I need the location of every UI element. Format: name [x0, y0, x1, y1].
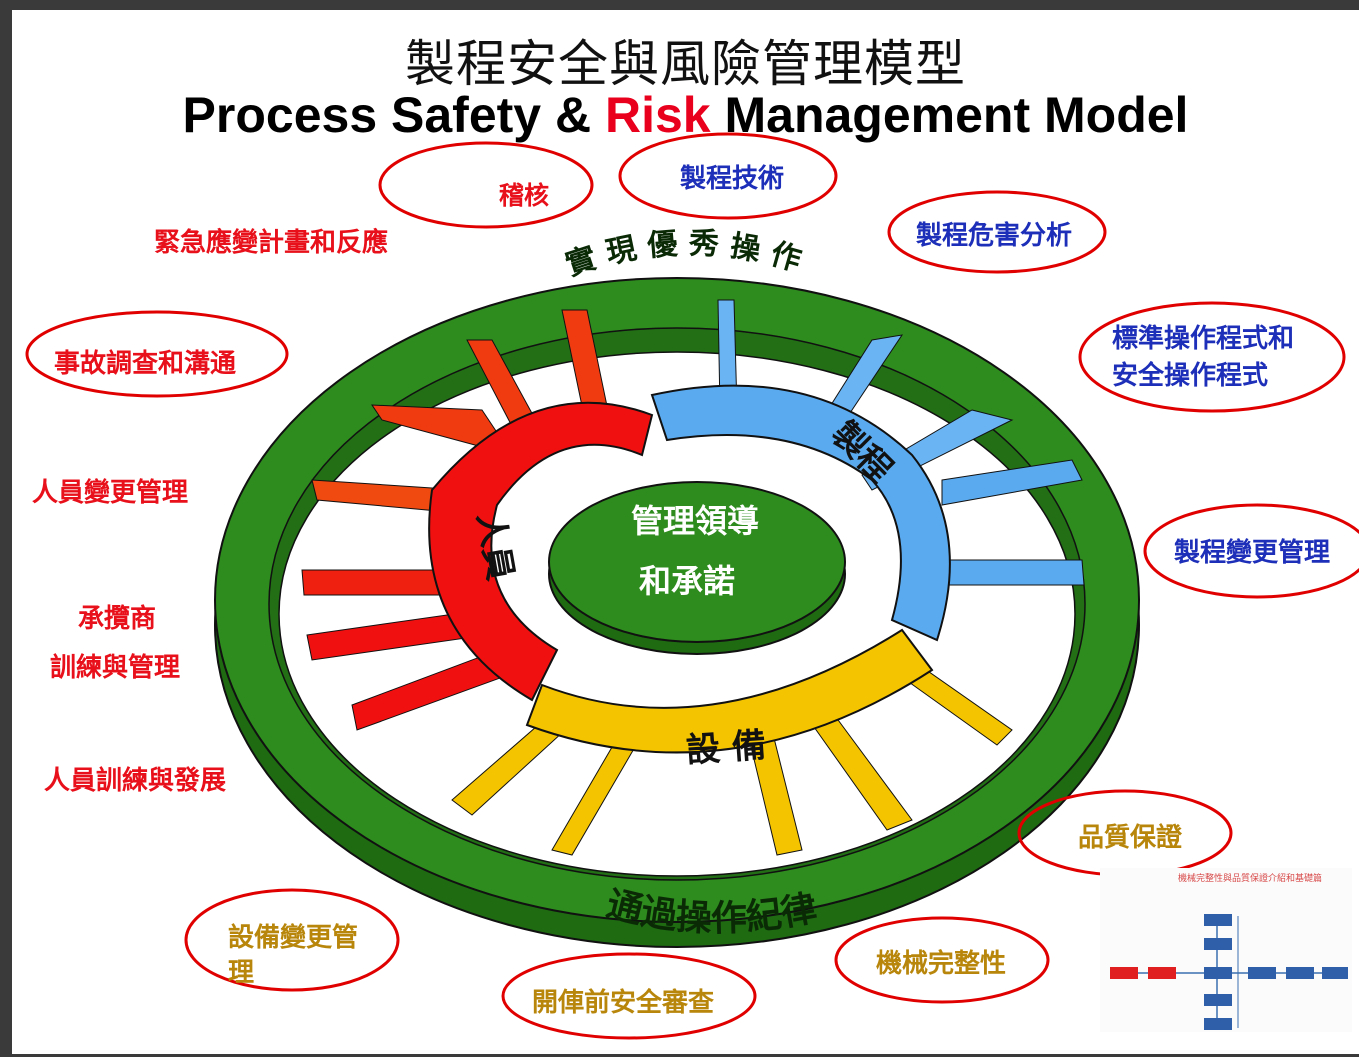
- label-quality-assurance: 品質保證: [1078, 823, 1183, 853]
- center-text-line2: 和承諾: [639, 562, 735, 600]
- label-contractor-line1: 承攬商: [78, 604, 157, 634]
- title-chinese: 製程安全與風險管理模型: [405, 35, 966, 93]
- title-english: Process Safety & Risk Management Model: [12, 86, 1359, 144]
- model-wheel: 實 現 優 秀 操 作 通過操作紀律 管理領導 和承諾 人員 製程 設 備: [25, 132, 1359, 1040]
- label-emergency-response: 緊急應變計畫和反應: [154, 228, 389, 258]
- oval-equipment-moc: [184, 888, 400, 992]
- label-equipment-moc-line1: 設備變更管: [228, 923, 359, 953]
- label-pssr: 開俥前安全審查: [532, 988, 715, 1018]
- center-disc: [548, 481, 846, 655]
- thumbnail-caption: 機械完整性與品質保證介紹和基礎篇: [1178, 874, 1323, 884]
- people-segment: [301, 309, 654, 731]
- diagram-page: 製程安全與風險管理模型 Process Safety & Risk Manage…: [12, 10, 1359, 1054]
- label-process-moc: 製程變更管理: [1174, 538, 1331, 568]
- label-sop-line2: 安全操作程式: [1112, 361, 1269, 391]
- label-contractor-line2: 訓練與管理: [50, 653, 181, 683]
- thumbnail-flowchart: [1110, 914, 1348, 1030]
- label-process-hazard-analysis: 製程危害分析: [916, 221, 1073, 251]
- label-audit: 稽核: [499, 181, 550, 210]
- label-sop-line1: 標準操作程式和: [1112, 324, 1295, 354]
- oval-audit: [378, 141, 594, 229]
- equipment-label: 設 備: [685, 726, 767, 771]
- oval-pssr: [501, 952, 757, 1040]
- oval-mechanical-integrity: [834, 916, 1050, 1004]
- oval-process-hazard: [887, 190, 1107, 274]
- equipment-segment: [451, 628, 1013, 856]
- label-mechanical-integrity: 機械完整性: [876, 949, 1007, 979]
- label-equipment-moc-line2: 理: [228, 958, 255, 988]
- title-en-risk: Risk: [604, 87, 711, 143]
- title-en-prefix: Process Safety &: [182, 87, 605, 143]
- label-personnel-moc: 人員變更管理: [32, 478, 189, 508]
- label-personnel-training: 人員訓練與發展: [44, 766, 227, 796]
- oval-process-technology: [618, 132, 838, 220]
- label-process-technology: 製程技術: [680, 164, 785, 194]
- oval-sop: [1078, 301, 1346, 413]
- title-en-suffix: Management Model: [710, 87, 1189, 143]
- oval-incident: [25, 310, 289, 398]
- thumbnail-preview: 機械完整性與品質保證介紹和基礎篇: [1100, 868, 1352, 1032]
- center-text-line1: 管理領導: [631, 502, 759, 540]
- ring-top-text: 實 現 優 秀 操 作: [561, 226, 805, 283]
- process-segment: [650, 299, 1085, 642]
- oval-process-moc: [1143, 503, 1359, 599]
- label-incident-investigation: 事故調查和溝通: [54, 349, 237, 379]
- label-ovals: [25, 132, 1359, 1040]
